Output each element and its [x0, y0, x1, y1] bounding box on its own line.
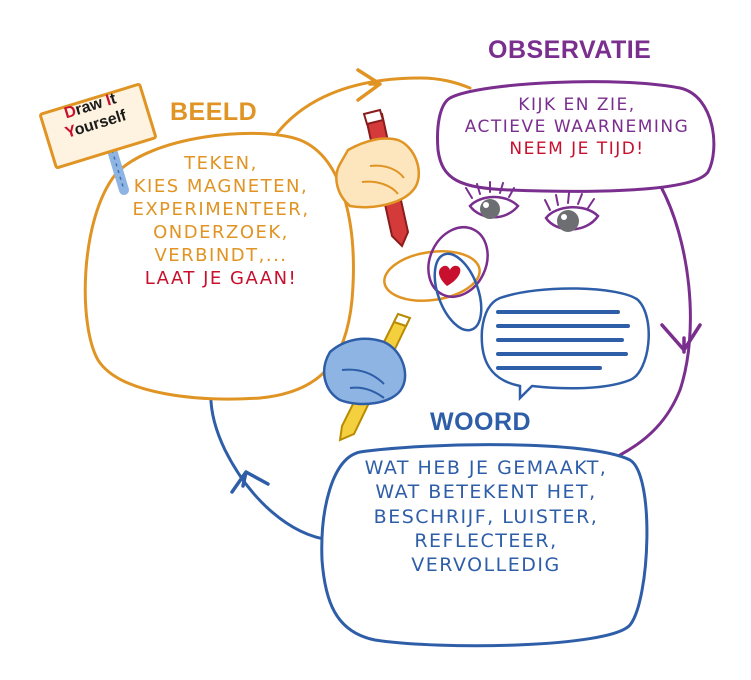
beeld-line: EXPERIMENTEER, [132, 199, 310, 221]
woord-bubble [320, 443, 649, 648]
cycle-arrow-icon [230, 470, 270, 494]
cycle-arrow-icon [356, 68, 382, 102]
woord-line: WAT BETEKENT HET, [375, 481, 597, 504]
woord-line: WAT HEB JE GEMAAKT, [364, 457, 608, 479]
beeld-line: TEKEN, [184, 153, 258, 174]
woord-line: VERVOLLEDIG [411, 554, 561, 577]
beeld-line: ONDERZOEK, [153, 222, 289, 244]
cycle-arc-beeld-observatie [270, 76, 472, 142]
hand-icon [335, 137, 421, 209]
woord-line: REFLECTEER, [414, 529, 558, 552]
woord-text: WAT HEB JE GEMAAKT, WAT BETEKENT HET, BE… [326, 456, 646, 578]
beeld-line: VERBINDT,... [154, 245, 288, 267]
observatie-line: ACTIEVE WAARNEMING [464, 116, 690, 137]
cycle-arrow-icon [660, 323, 702, 354]
woord-line: BESCHRIJF, LUISTER, [373, 505, 599, 528]
observatie-text: KIJK EN ZIE, ACTIEVE WAARNEMING NEEM JE … [440, 95, 714, 160]
observatie-bubble [436, 80, 716, 193]
observatie-emphasis: NEEM JE TIJD! [509, 138, 645, 159]
cycle-arc-woord-beeld [209, 388, 332, 542]
heart-icon [439, 265, 461, 286]
beeld-title: BEELD [170, 98, 258, 126]
observatie-title: OBSERVATIE [488, 36, 652, 64]
woord-title: WOORD [430, 408, 532, 436]
beeld-text: TEKEN, KIES MAGNETEN, EXPERIMENTEER, OND… [96, 152, 346, 290]
beeld-emphasis: LAAT JE GAAN! [144, 268, 298, 290]
hand-icon [322, 337, 407, 406]
venn-heart [383, 226, 489, 332]
eye-icon [465, 181, 520, 219]
beeld-line: KIES MAGNETEN, [133, 176, 309, 198]
cycle-arc-observatie-woord [618, 183, 692, 457]
speech-bubble-icon [480, 287, 650, 402]
eye-icon [544, 192, 600, 232]
observatie-line: KIJK EN ZIE, [518, 95, 636, 115]
sign-icon [39, 83, 157, 195]
